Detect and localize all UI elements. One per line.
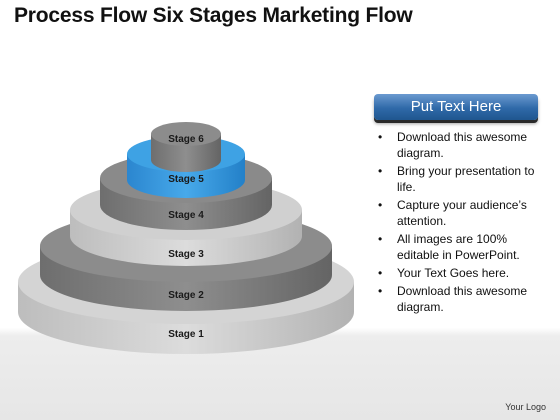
bullet-item: •All images are 100% editable in PowerPo… — [378, 232, 520, 262]
stage-3-label: Stage 3 — [168, 249, 204, 260]
text-panel-header: Put Text Here — [374, 94, 538, 120]
bullet-dot-icon: • — [378, 284, 383, 298]
bullet-dot-icon: • — [378, 266, 383, 280]
stage-6-disc: Stage 6 — [151, 122, 221, 172]
stage-1-label: Stage 1 — [168, 329, 204, 340]
bullet-list: •Download this awesome diagram. •Bring y… — [374, 129, 544, 317]
logo-text: Your Logo — [505, 402, 546, 412]
bullet-dot-icon: • — [378, 198, 383, 212]
bullet-item: •Download this awesome diagram. — [378, 130, 528, 160]
bullet-dot-icon: • — [378, 164, 383, 178]
bullet-item: •Your Text Goes here. — [378, 266, 510, 280]
page-title: Process Flow Six Stages Marketing Flow — [14, 4, 413, 27]
bullet-dot-icon: • — [378, 130, 383, 144]
stage-2-label: Stage 2 — [168, 290, 204, 301]
stage-4-label: Stage 4 — [168, 210, 204, 221]
bullet-item: •Bring your presentation to life. — [378, 164, 535, 194]
bullet-dot-icon: • — [378, 232, 383, 246]
bullet-item: •Download this awesome diagram. — [378, 284, 528, 314]
bullet-item: •Capture your audience’s attention. — [378, 198, 527, 228]
stage-5-label: Stage 5 — [168, 174, 204, 185]
stage-6-label: Stage 6 — [168, 134, 204, 145]
